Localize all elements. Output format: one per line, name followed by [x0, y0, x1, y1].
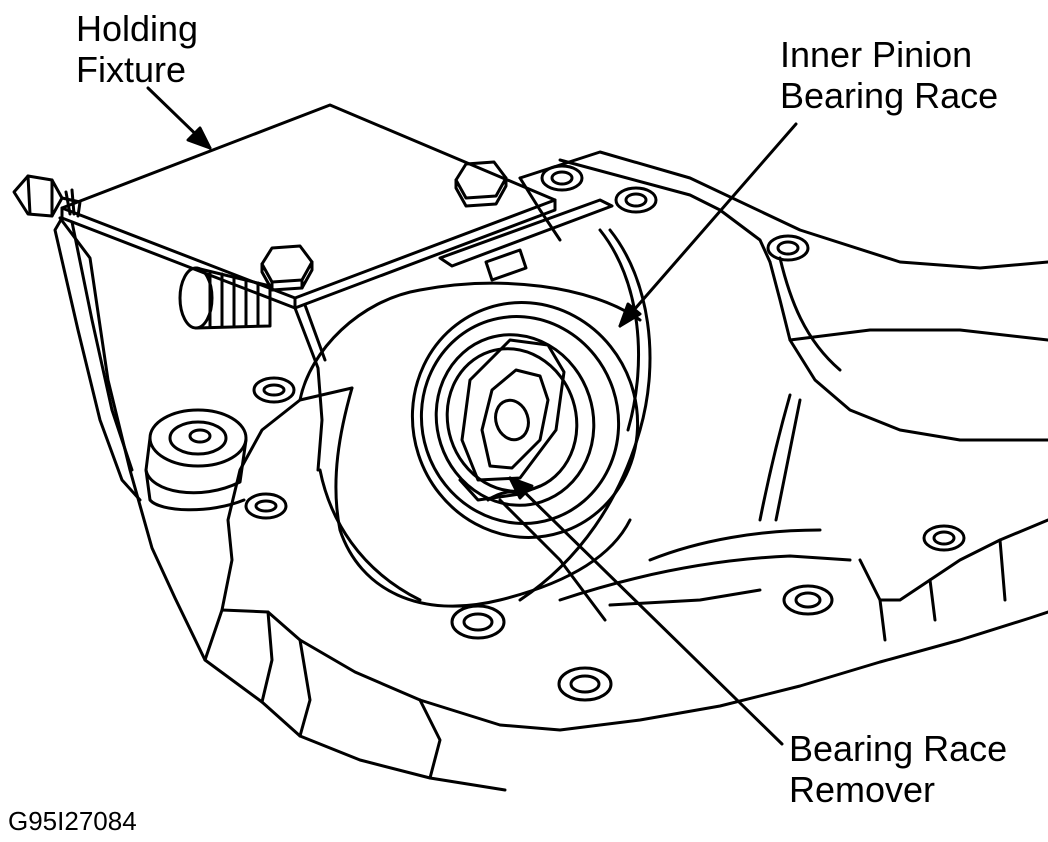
holding-fixture-label-line2: Fixture: [76, 49, 187, 90]
inner-pinion-bearing-race-label: Inner Pinion Bearing Race: [780, 34, 998, 116]
holding-fixture: [53, 103, 614, 502]
bearing-race-remover-label: Bearing Race Remover: [789, 728, 1007, 810]
bearing-race-remover-label-line2: Remover: [789, 769, 936, 810]
bolt-hole: [252, 376, 296, 404]
inner-pinion-bearing-race-label-line2: Bearing Race: [780, 75, 999, 116]
bolt-hole: [450, 604, 506, 640]
inner-pinion-bearing-race-label-line1: Inner Pinion: [780, 34, 973, 75]
bolt-hole: [614, 186, 658, 214]
hex-bolt-right: [454, 160, 508, 208]
bolt-hole: [766, 234, 810, 262]
remover-arrowhead: [508, 476, 534, 500]
hex-bolt-left: [260, 244, 314, 292]
inner-race-leader: [618, 122, 798, 328]
holding-fixture-label-line1: Holding: [76, 8, 199, 49]
fixture-bolt: [12, 174, 82, 218]
inner-race-arrowhead: [618, 302, 642, 328]
holding-fixture-arrowhead: [186, 126, 212, 150]
bearing-race-remover-label-line1: Bearing Race: [789, 728, 1008, 769]
bolt-hole: [922, 524, 966, 552]
leader-lines: [146, 86, 798, 746]
holding-fixture-label: Holding Fixture: [76, 8, 198, 90]
case-housing: [58, 150, 1048, 792]
adjuster-screw: [178, 266, 272, 330]
bolt-hole: [244, 492, 288, 520]
remover-leader: [508, 476, 784, 746]
bearing-race-remover: [458, 338, 607, 622]
bolt-hole: [782, 584, 834, 616]
figure-id: G95I27084: [8, 806, 137, 836]
bolt-hole: [540, 164, 584, 192]
bolt-hole: [557, 666, 613, 702]
case-stud-boss: [144, 408, 248, 512]
